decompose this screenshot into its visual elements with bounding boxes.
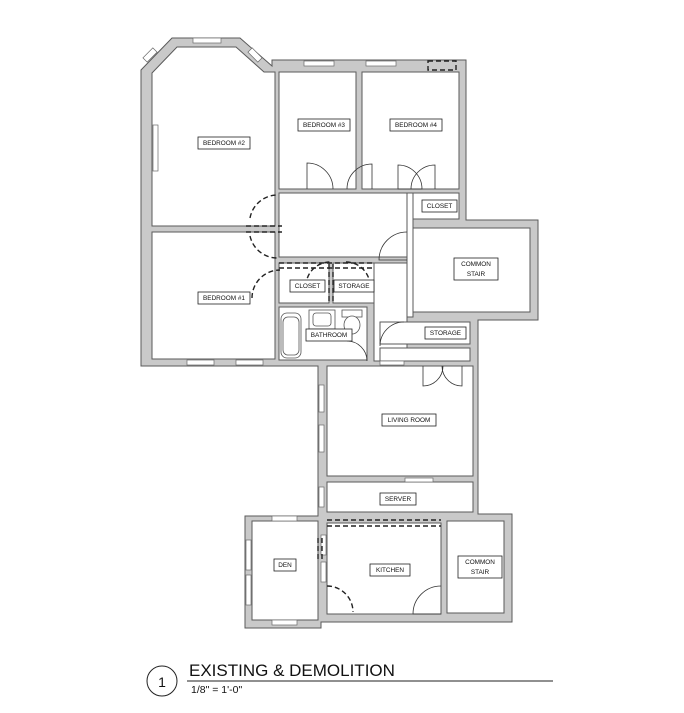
- room-tag-bedroom-2: BEDROOM #2: [197, 136, 251, 150]
- room-label: STORAGE: [338, 283, 369, 290]
- room-label: LIVING ROOM: [388, 417, 431, 424]
- room-tag-kitchen: KITCHEN: [369, 563, 411, 577]
- room-label: BEDROOM #2: [203, 140, 245, 147]
- drawing-number-bubble: [146, 665, 178, 697]
- drawing-number: 1: [158, 674, 166, 690]
- room-label: BEDROOM #3: [303, 122, 345, 129]
- doors: [306, 162, 463, 615]
- room-label-line: STAIR: [467, 271, 486, 278]
- room-label-line: COMMON: [461, 261, 491, 268]
- room-tag-common-stair-upper: COMMON STAIR: [453, 257, 499, 281]
- room-label: DEN: [278, 562, 292, 569]
- room-label: SERVER: [385, 496, 412, 503]
- room-tag-storage: STORAGE: [333, 279, 375, 293]
- room-label: CLOSET: [427, 203, 453, 210]
- room-label: BEDROOM #1: [203, 295, 245, 302]
- room-label-line: COMMON: [465, 559, 495, 566]
- room-tag-server: SERVER: [379, 492, 417, 506]
- room-tag-closet-ne: CLOSET: [421, 199, 458, 213]
- room-label: BEDROOM #4: [395, 122, 437, 129]
- room-tag-bedroom-1: BEDROOM #1: [197, 291, 251, 305]
- room-label-line-2: STAIR: [467, 271, 486, 278]
- room-label: CLOSET: [295, 283, 321, 290]
- title-block: 1 EXISTING & DEMOLITION 1/8" = 1'-0": [146, 661, 553, 697]
- room-tag-common-stair-lower: COMMON STAIR: [457, 555, 503, 579]
- drawing-title: EXISTING & DEMOLITION: [189, 661, 395, 680]
- drawing-scale: 1/8" = 1'-0": [191, 684, 242, 696]
- room-tag-bedroom-3: BEDROOM #3: [297, 118, 351, 132]
- room-tag-closet: CLOSET: [289, 279, 326, 293]
- room-label: BATHROOM: [311, 332, 347, 339]
- room-tag-storage-hall: STORAGE: [424, 326, 467, 340]
- room-label-line: STAIR: [471, 569, 490, 576]
- room-label-line-1: COMMON: [465, 559, 495, 566]
- windows: [142, 37, 434, 626]
- room-label-line-1: COMMON: [461, 261, 491, 268]
- room-tag-den: DEN: [273, 558, 297, 572]
- room-interiors: [151, 46, 531, 621]
- room-tag-bathroom: BATHROOM: [305, 328, 353, 342]
- room-label: STORAGE: [430, 330, 461, 337]
- room-label: KITCHEN: [376, 567, 404, 574]
- room-tag-living-room: LIVING ROOM: [381, 413, 437, 427]
- room-tag-bedroom-4: BEDROOM #4: [389, 118, 443, 132]
- room-label-line-2: STAIR: [471, 569, 490, 576]
